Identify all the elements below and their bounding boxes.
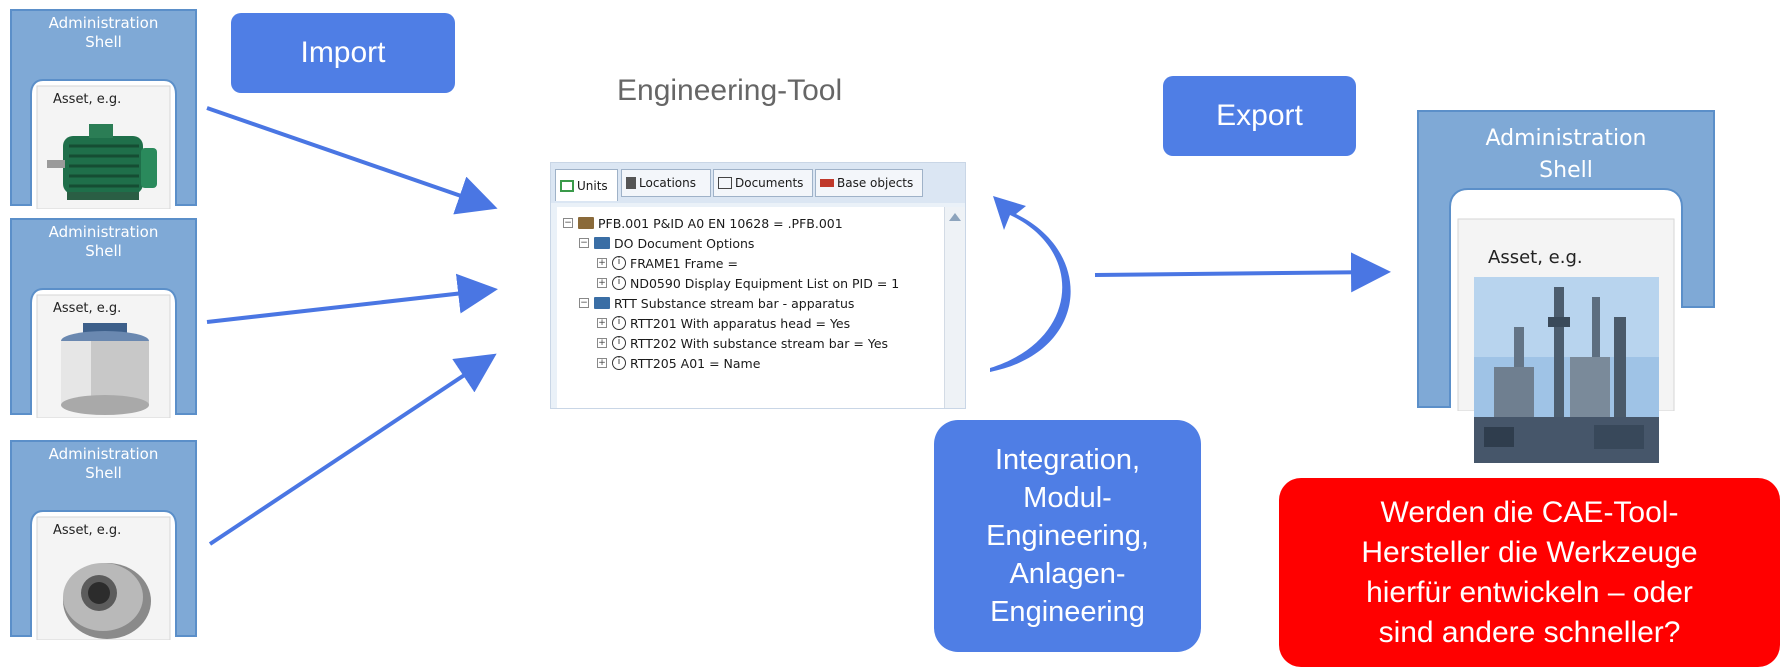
asset-label: Asset, e.g. — [1488, 247, 1583, 268]
tree-node[interactable]: − DO Document Options — [579, 235, 755, 251]
asset-label: Asset, e.g. — [53, 92, 122, 107]
tab-bar: Units Locations Documents Base objects — [551, 163, 965, 203]
expand-icon[interactable]: + — [597, 278, 607, 288]
import-arrow-3 — [208, 353, 497, 546]
locations-icon — [626, 177, 636, 189]
asset-label: Asset, e.g. — [53, 301, 122, 316]
collapse-icon[interactable]: − — [579, 238, 589, 248]
electric-motor-icon — [47, 124, 157, 200]
project-icon — [578, 217, 594, 229]
asset-label: Asset, e.g. — [53, 523, 122, 538]
tree-node[interactable]: − RTT Substance stream bar - apparatus — [579, 295, 855, 311]
vertical-scrollbar[interactable] — [944, 207, 965, 408]
import-arrow-1 — [206, 106, 498, 215]
tree-node[interactable]: + i ND0590 Display Equipment List on PID… — [597, 275, 900, 291]
documents-icon — [718, 177, 732, 189]
tab-base-objects[interactable]: Base objects — [815, 169, 923, 197]
export-arrow — [1094, 252, 1391, 293]
import-label-box: Import — [231, 13, 455, 93]
info-icon: i — [612, 356, 626, 370]
expand-icon[interactable]: + — [597, 258, 607, 268]
integration-box: Integration, Modul- Engineering, Anlagen… — [934, 420, 1201, 652]
engineering-tool-title: Engineering-Tool — [617, 74, 843, 107]
tree-node[interactable]: + i FRAME1 Frame = — [597, 255, 738, 271]
tab-documents[interactable]: Documents — [713, 169, 813, 197]
collapse-icon[interactable]: − — [579, 298, 589, 308]
import-arrow-2 — [206, 273, 498, 324]
folder-icon — [594, 237, 610, 249]
base-objects-icon — [820, 179, 834, 187]
scroll-up-icon[interactable] — [949, 213, 961, 221]
info-icon: i — [612, 316, 626, 330]
info-icon: i — [612, 276, 626, 290]
info-icon: i — [612, 256, 626, 270]
export-label-box: Export — [1163, 76, 1356, 156]
collapse-icon[interactable]: − — [563, 218, 573, 228]
units-icon — [560, 179, 574, 192]
tab-locations[interactable]: Locations — [621, 169, 711, 197]
expand-icon[interactable]: + — [597, 318, 607, 328]
tree-node[interactable]: + i RTT205 A01 = Name — [597, 355, 761, 371]
engineering-tool-window: Units Locations Documents Base objects −… — [550, 162, 966, 409]
question-callout: Werden die CAE-Tool- Hersteller die Werk… — [1279, 478, 1780, 667]
expand-icon[interactable]: + — [597, 338, 607, 348]
tree-node[interactable]: − PFB.001 P&ID A0 EN 10628 = .PFB.001 — [563, 215, 843, 231]
info-icon: i — [612, 336, 626, 350]
object-tree: − PFB.001 P&ID A0 EN 10628 = .PFB.001 − … — [557, 207, 945, 408]
expand-icon[interactable]: + — [597, 358, 607, 368]
pressure-vessel-icon — [61, 323, 149, 415]
integration-cycle-arrow — [990, 196, 1071, 372]
tree-node[interactable]: + i RTT202 With substance stream bar = Y… — [597, 335, 889, 351]
industrial-plant-icon — [1474, 277, 1659, 463]
tree-node[interactable]: + i RTT201 With apparatus head = Yes — [597, 315, 851, 331]
pipe-flange-icon — [63, 563, 151, 639]
tab-units[interactable]: Units — [555, 169, 618, 201]
folder-icon — [594, 297, 610, 309]
